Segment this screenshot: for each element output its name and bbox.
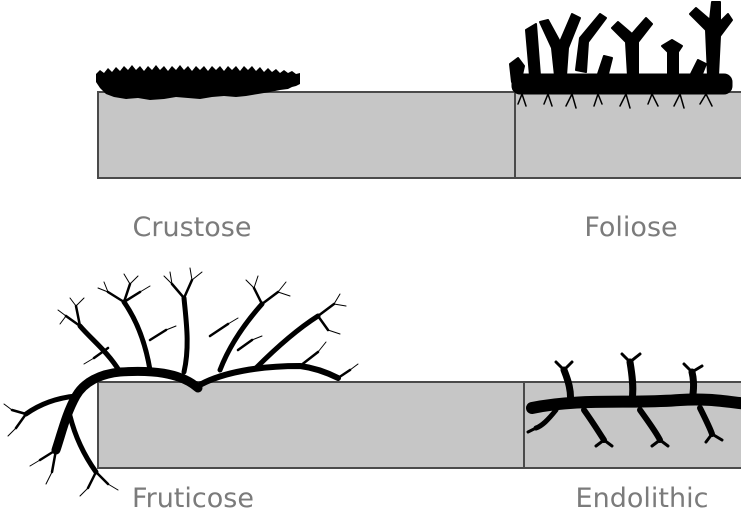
foliose-substrate — [515, 92, 741, 178]
foliose-thallus — [510, 2, 732, 108]
endolithic-label: Endolithic — [576, 483, 709, 514]
foliose-label: Foliose — [584, 212, 677, 243]
crustose-label: Crustose — [133, 212, 252, 243]
endolithic-panel — [524, 354, 741, 468]
fruticose-label: Fruticose — [132, 483, 254, 514]
foliose-panel — [510, 2, 741, 178]
